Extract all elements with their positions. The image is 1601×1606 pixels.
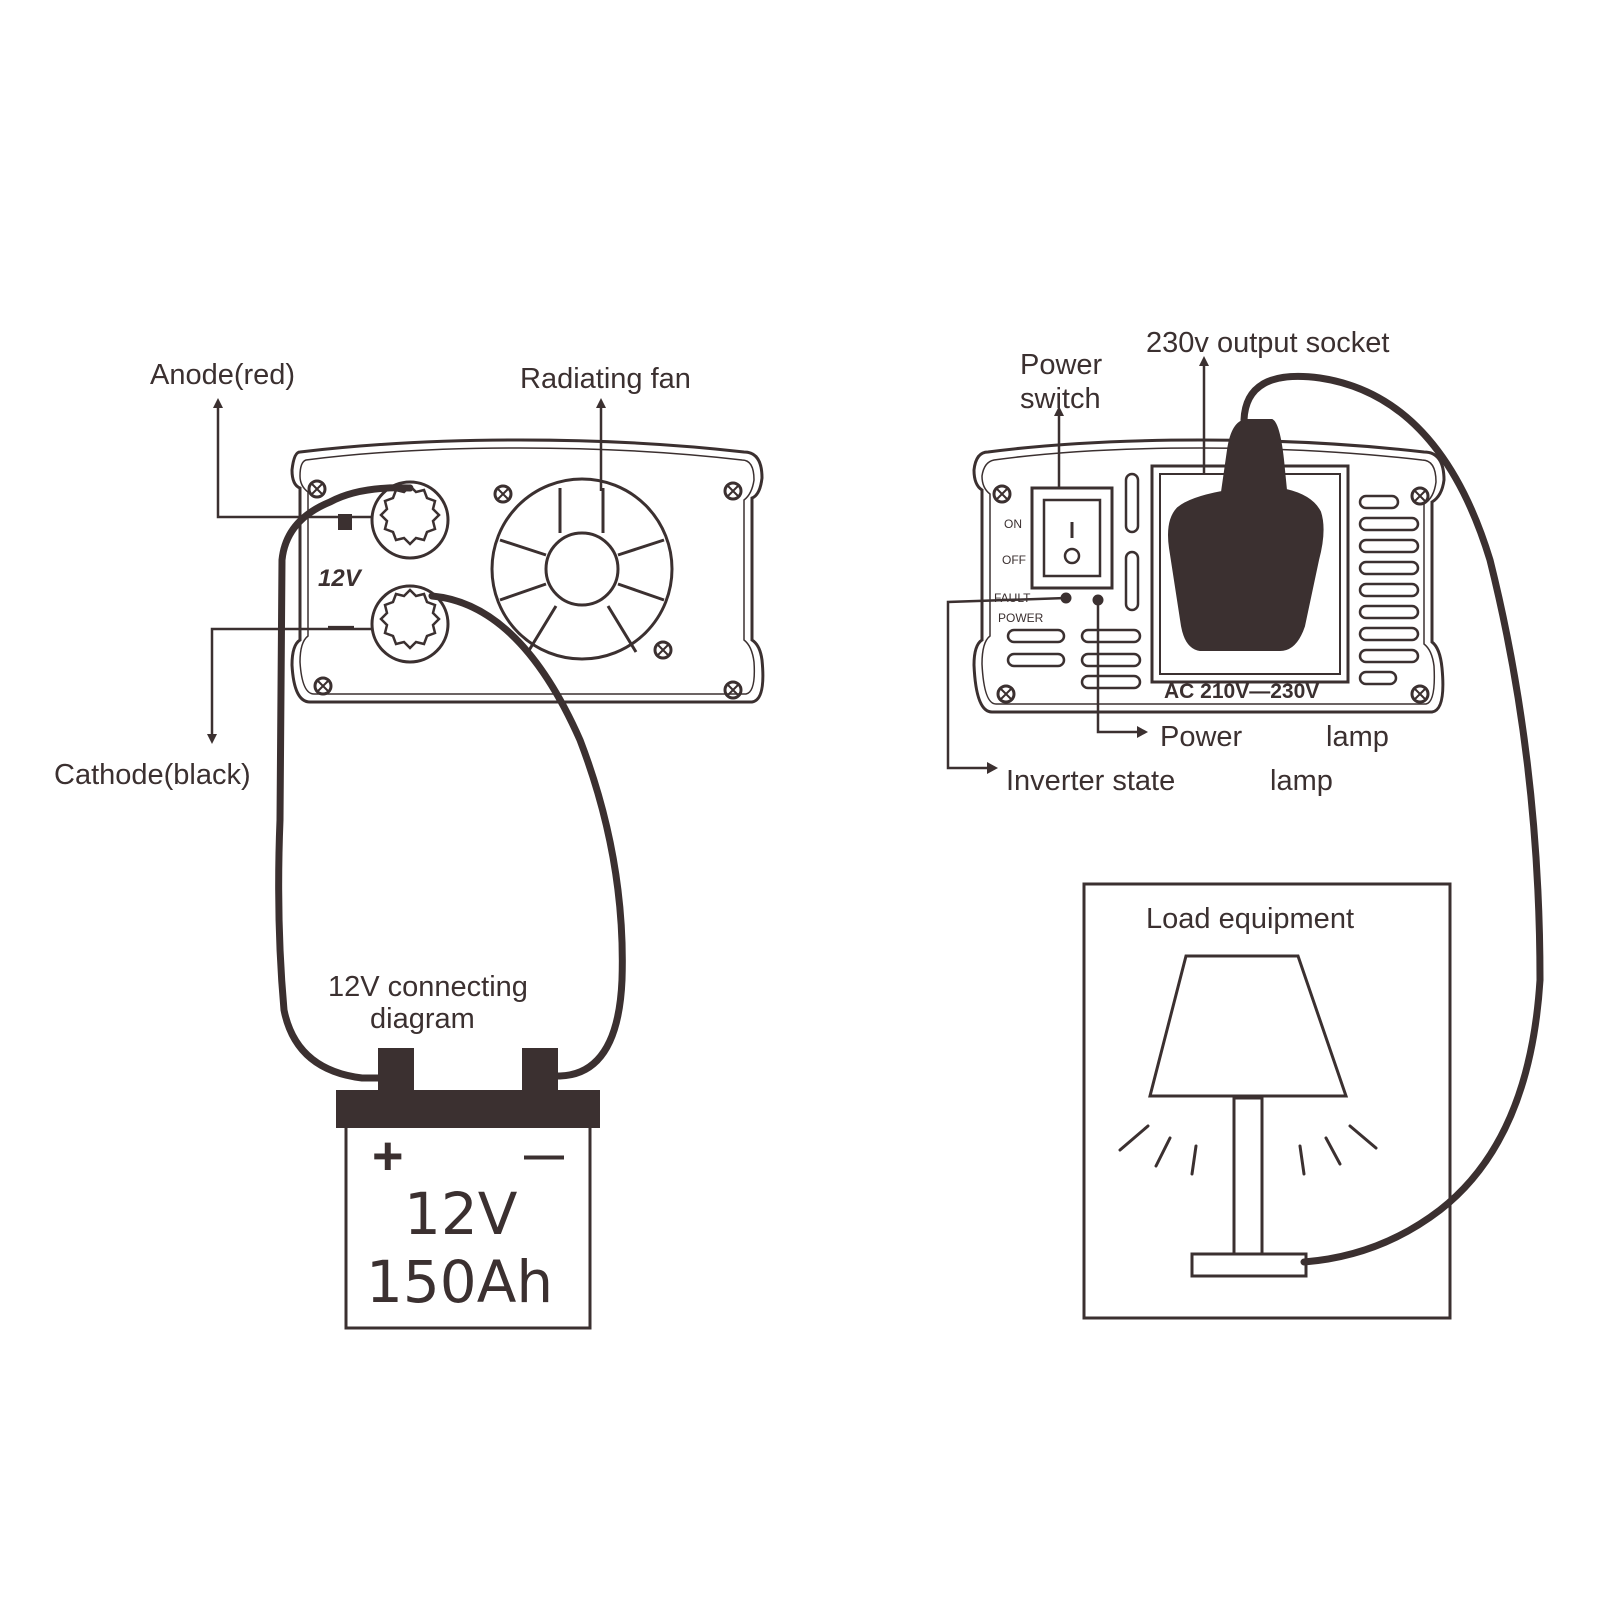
cathode-leader-arrowhead: [207, 734, 217, 744]
screw-icon: [653, 640, 673, 660]
switch-leader-arrowhead: [1054, 406, 1064, 416]
battery-plus-sign: +: [372, 1126, 404, 1186]
load-box: [1082, 882, 1452, 1320]
vent-slots: [1006, 472, 1420, 690]
left-panel-outline: [290, 438, 765, 704]
screw-icon: [1410, 486, 1430, 506]
panel-voltage-label: 12V: [318, 565, 363, 592]
left-inverter-panel: [290, 438, 765, 704]
battery-terminal-minus: [522, 1048, 558, 1092]
screw-icon: [723, 481, 743, 501]
battery-caption-1: 12V connecting: [328, 971, 528, 1003]
fault-lamp-leader: [946, 596, 1067, 770]
right-panel-outline: [972, 438, 1446, 714]
battery: [336, 1048, 600, 1330]
panel-minus-sign: —: [328, 610, 354, 640]
anode-leader: [216, 404, 372, 519]
socket-label: 230v output socket: [1146, 327, 1389, 359]
power-switch-label-1: Power: [1020, 349, 1103, 381]
light-rays-icon: [1118, 1124, 1378, 1176]
battery-caption-2: diagram: [370, 1003, 475, 1035]
screw-icon: [1410, 684, 1430, 704]
lamp-icon: [1148, 954, 1349, 1098]
battery-body: [344, 1124, 592, 1330]
power-small-label: POWER: [998, 611, 1044, 625]
screw-icon: [996, 684, 1016, 704]
cathode-label: Cathode(black): [54, 759, 251, 791]
socket-to-load-cable: [1240, 372, 1544, 1266]
screw-icon: [307, 479, 327, 499]
power-lamp-label-2: lamp: [1326, 721, 1389, 753]
right-panel-inner-outline: [981, 447, 1437, 705]
screw-icon: [723, 680, 743, 700]
leader-lines: [207, 356, 1209, 774]
anode-label: Anode(red): [150, 359, 295, 391]
on-label: ON: [1004, 517, 1022, 531]
positive-cable: [275, 484, 414, 1082]
battery-terminal-plus: [378, 1048, 414, 1092]
inverter-lamp-label-1: Inverter state: [1006, 765, 1175, 797]
lamp-pole: [1232, 1096, 1264, 1256]
cathode-terminal: [370, 584, 450, 664]
battery-minus-sign: —: [524, 1133, 564, 1177]
battery-voltage: 12V: [404, 1180, 518, 1248]
fan-leader-arrowhead: [596, 398, 606, 408]
fault-small-label: FAULT: [994, 591, 1031, 605]
load-equipment: [1082, 882, 1452, 1320]
power-switch: [1030, 486, 1114, 590]
left-panel-inner-outline: [299, 447, 756, 695]
power-lamp-leader-arrowhead: [1137, 726, 1148, 738]
socket-leader-arrowhead: [1199, 356, 1209, 366]
plug-icon: [1168, 419, 1324, 651]
anode-terminal: [370, 480, 450, 560]
radiating-fan-icon: [490, 477, 674, 661]
screw-icon: [992, 484, 1012, 504]
screw-icon: [493, 484, 513, 504]
lamp-base: [1190, 1252, 1308, 1278]
ac-range-label: AC 210V—230V: [1164, 680, 1319, 703]
fault-lamp-leader-arrowhead: [987, 762, 998, 774]
fan-label: Radiating fan: [520, 363, 691, 395]
power-lamp-leader: [1096, 600, 1140, 734]
power-lamp-label-1: Power: [1160, 721, 1243, 753]
battery-cables: [275, 372, 1544, 1266]
negative-cable: [428, 592, 626, 1080]
right-inverter-panel: [972, 438, 1446, 714]
anode-leader-arrowhead: [213, 398, 223, 408]
screw-icon: [313, 676, 333, 696]
load-label: Load equipment: [1146, 903, 1354, 935]
battery-lid: [336, 1090, 600, 1128]
cathode-leader: [210, 627, 372, 738]
battery-capacity: 150Ah: [366, 1248, 553, 1316]
inverter-lamp-label-2: lamp: [1270, 765, 1333, 797]
off-label: OFF: [1002, 553, 1026, 567]
